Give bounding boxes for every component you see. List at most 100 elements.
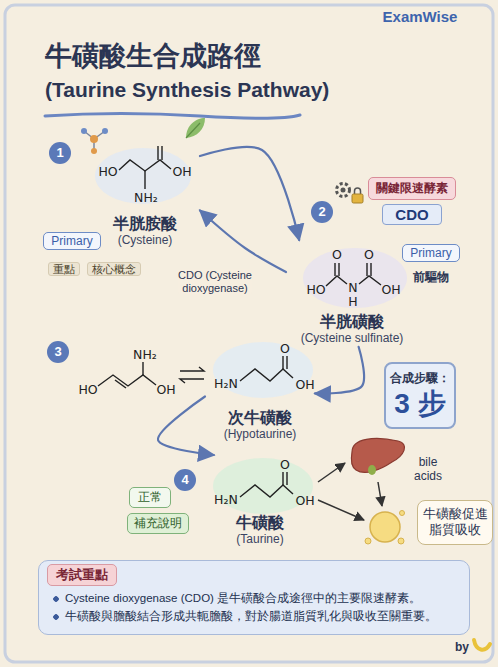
illustration-path [240, 369, 293, 381]
illustration-path [158, 146, 162, 160]
tag-badge: Primary [43, 232, 100, 250]
node-text: (Hypotaurine) [205, 427, 315, 443]
node-text: (Taurine) [205, 532, 315, 548]
callout-number: 3 [54, 345, 61, 360]
node-title: 正常 [138, 489, 162, 506]
illustration-path [474, 640, 490, 650]
illustration-circle [337, 184, 350, 197]
illustration-path [318, 500, 364, 520]
illustration-path [367, 263, 371, 276]
illustration-path [186, 118, 205, 138]
keyword-chip: 核心概念 [87, 262, 141, 277]
atom-label: OH [172, 165, 191, 179]
node-text: 3 步 [390, 387, 450, 421]
illustration-circle [102, 128, 108, 134]
illustration-circle [174, 469, 196, 491]
node-title: 半胱磺酸 [286, 312, 418, 331]
illustration-path [144, 171, 145, 189]
illustration-circle [311, 201, 333, 223]
node-text: (Cysteine sulfinate) [286, 331, 418, 347]
illustration-path [115, 380, 126, 388]
callout-number: 2 [318, 205, 325, 220]
illustration-circle [81, 128, 87, 134]
illustration-g [318, 463, 382, 520]
node-text: (Cysteine) [90, 233, 200, 249]
illustration-g [84, 131, 105, 151]
illustration-rect [352, 194, 363, 203]
atom-label: H₂N [214, 493, 238, 507]
atom-label: OH [156, 383, 175, 397]
illustration-path [142, 362, 143, 375]
tag-badge: 補充說明 [127, 513, 189, 534]
node-title: 合成步驟： [390, 370, 450, 387]
node-title: 牛磺酸 [205, 513, 315, 532]
illustration-circle [47, 341, 69, 363]
tag-badge: 關鍵限速酵素 [368, 177, 456, 200]
credit-label: by [455, 641, 469, 655]
illustration-path [180, 379, 204, 383]
illustration-path [98, 375, 156, 386]
node-text: Cysteine dioxygenase (CDO) 是牛磺酸合成途徑中的主要限… [51, 590, 457, 608]
title: 牛磺酸生合成路徑 [45, 38, 261, 74]
atom-label: HO [98, 165, 117, 179]
node-title: 半胱胺酸 [90, 214, 200, 233]
subtitle: (Taurine Synthesis Pathway) [45, 78, 329, 102]
atom-label: N [348, 281, 357, 295]
illustration-circle [91, 148, 97, 154]
node-title: 補充說明 [134, 515, 182, 532]
node-title: 考試重點 [47, 564, 117, 586]
node-title: Primary [51, 234, 92, 248]
illustration-path [318, 463, 345, 482]
atom-label: H₂N [214, 377, 238, 391]
atom-label: O [364, 248, 374, 262]
note-box: 牛磺酸促進脂質吸收 [417, 500, 493, 545]
illustration-circle [341, 188, 346, 193]
atom-label: O [280, 342, 290, 356]
atom-label: NH₂ [133, 348, 157, 362]
illustration-path [351, 439, 404, 473]
node-title: 關鍵限速酵素 [376, 180, 448, 197]
enzyme-box: CDO [382, 204, 441, 225]
illustration-path [283, 472, 287, 485]
note-label: 前驅物 [413, 271, 449, 285]
illustration-circle [398, 538, 404, 544]
illustration-circle [49, 142, 71, 164]
atom-label: O [332, 248, 342, 262]
atom-label: O [280, 458, 290, 472]
illustration-path [326, 276, 347, 286]
illustration-rect [5, 5, 493, 662]
callout-number: 4 [181, 473, 188, 488]
organ-label: bile acids [408, 456, 448, 484]
node-title: CDO [395, 206, 428, 223]
node-title: Primary [410, 246, 451, 260]
illustration-path [45, 114, 300, 119]
atom-label: HO [306, 283, 325, 297]
illustration-ellipse [368, 465, 376, 475]
illustration-circle [370, 512, 400, 542]
illustration-path [119, 160, 171, 171]
pathway-arrow [200, 210, 286, 272]
illustration-circle [400, 511, 405, 516]
step-count-box: 合成步驟：3 步 [384, 362, 456, 429]
brand-name: ExamWise [383, 8, 458, 25]
atom-label: OH [295, 494, 314, 508]
illustration-path [283, 356, 287, 369]
atom-label: H [348, 295, 357, 309]
callout-number: 1 [56, 146, 63, 161]
node-title: 牛磺酸促進脂質吸收 [422, 506, 488, 539]
illustration-path [378, 482, 382, 506]
illustration-path [355, 188, 361, 194]
keyword-chip: 重點 [48, 262, 80, 277]
illustration-path [180, 367, 204, 371]
illustration-path [335, 263, 339, 276]
exam-box: 考試重點 Cysteine dioxygenase (CDO) 是牛磺酸合成途徑中… [38, 560, 470, 635]
tag-badge: 正常 [129, 487, 171, 508]
atom-label: OH [381, 283, 400, 297]
atom-label: HO [78, 383, 97, 397]
compound-node: 牛磺酸(Taurine) [205, 455, 315, 548]
pathway-arrow [200, 147, 299, 240]
pathway-arrow [158, 397, 214, 455]
illustration-circle [365, 538, 371, 544]
atom-label: OH [295, 378, 314, 392]
illustration-path [240, 485, 293, 497]
